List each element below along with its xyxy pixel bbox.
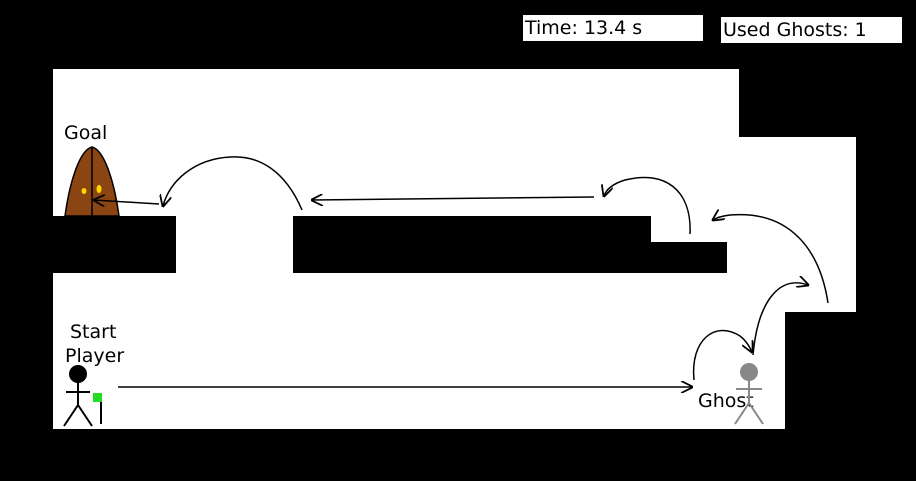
start-label: Start [70,321,117,343]
goal-door-icon [64,146,120,217]
arrow-jump-1 [692,329,752,381]
used-ghosts-display: Used Ghosts: 1 [721,17,902,43]
arrow-jump-2 [752,283,808,356]
goal-ledge [53,216,176,273]
middle-platform-step [651,242,727,273]
player-label: Player [65,345,125,367]
player-stickfigure-icon [63,365,93,427]
arrow-jump-gap [163,156,303,211]
timer-display: Time: 13.4 s [523,15,703,41]
arrow-jump-4 [604,176,691,235]
arrow-to-goal [94,200,160,204]
arrow-jump-3 [713,215,829,304]
player-marker-icon [93,393,102,424]
goal-label: Goal [64,122,108,144]
ghost-label: Ghost [698,390,754,412]
middle-platform [293,216,651,273]
ghost-stickfigure-icon [734,363,764,425]
path-arrows [94,156,829,387]
arrow-across-platform [312,197,595,200]
